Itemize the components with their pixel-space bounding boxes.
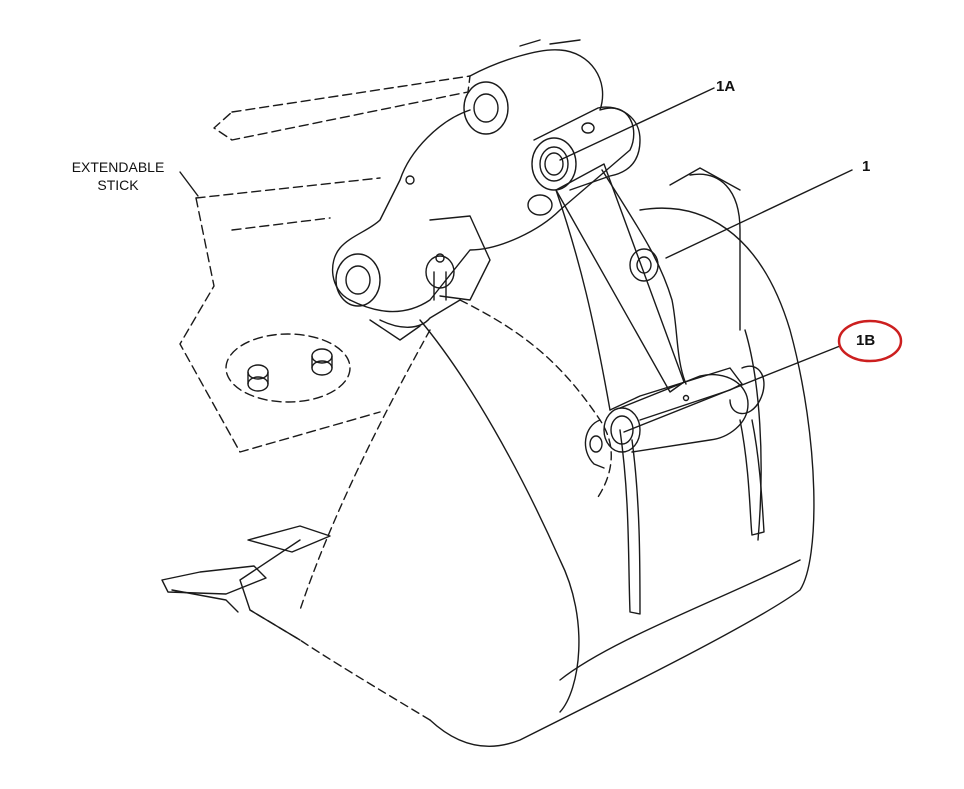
bucket-teeth [161, 525, 331, 613]
extendable-stick [179, 75, 471, 453]
bucket [239, 167, 815, 748]
callout-1b: 1B [856, 332, 876, 349]
link-rod-part-1 [555, 163, 765, 421]
upper-pin-part-1a [531, 106, 641, 191]
stick-pins [247, 348, 333, 392]
callout-1: 1 [862, 158, 871, 175]
leader-1b [623, 345, 841, 433]
extendable-stick-leader [179, 171, 199, 197]
extendable-stick-label-line-2: STICK [97, 177, 139, 193]
bucket-link-arm [331, 39, 635, 501]
extendable-stick-label: EXTENDABLE STICK [56, 158, 180, 194]
leader-1 [665, 169, 853, 259]
callout-1a: 1A [716, 78, 736, 95]
extendable-stick-label-line-1: EXTENDABLE [71, 159, 165, 175]
leader-1a [559, 87, 715, 161]
lower-pin-part-1b [584, 374, 749, 469]
highlight-circle-1b [837, 319, 903, 363]
